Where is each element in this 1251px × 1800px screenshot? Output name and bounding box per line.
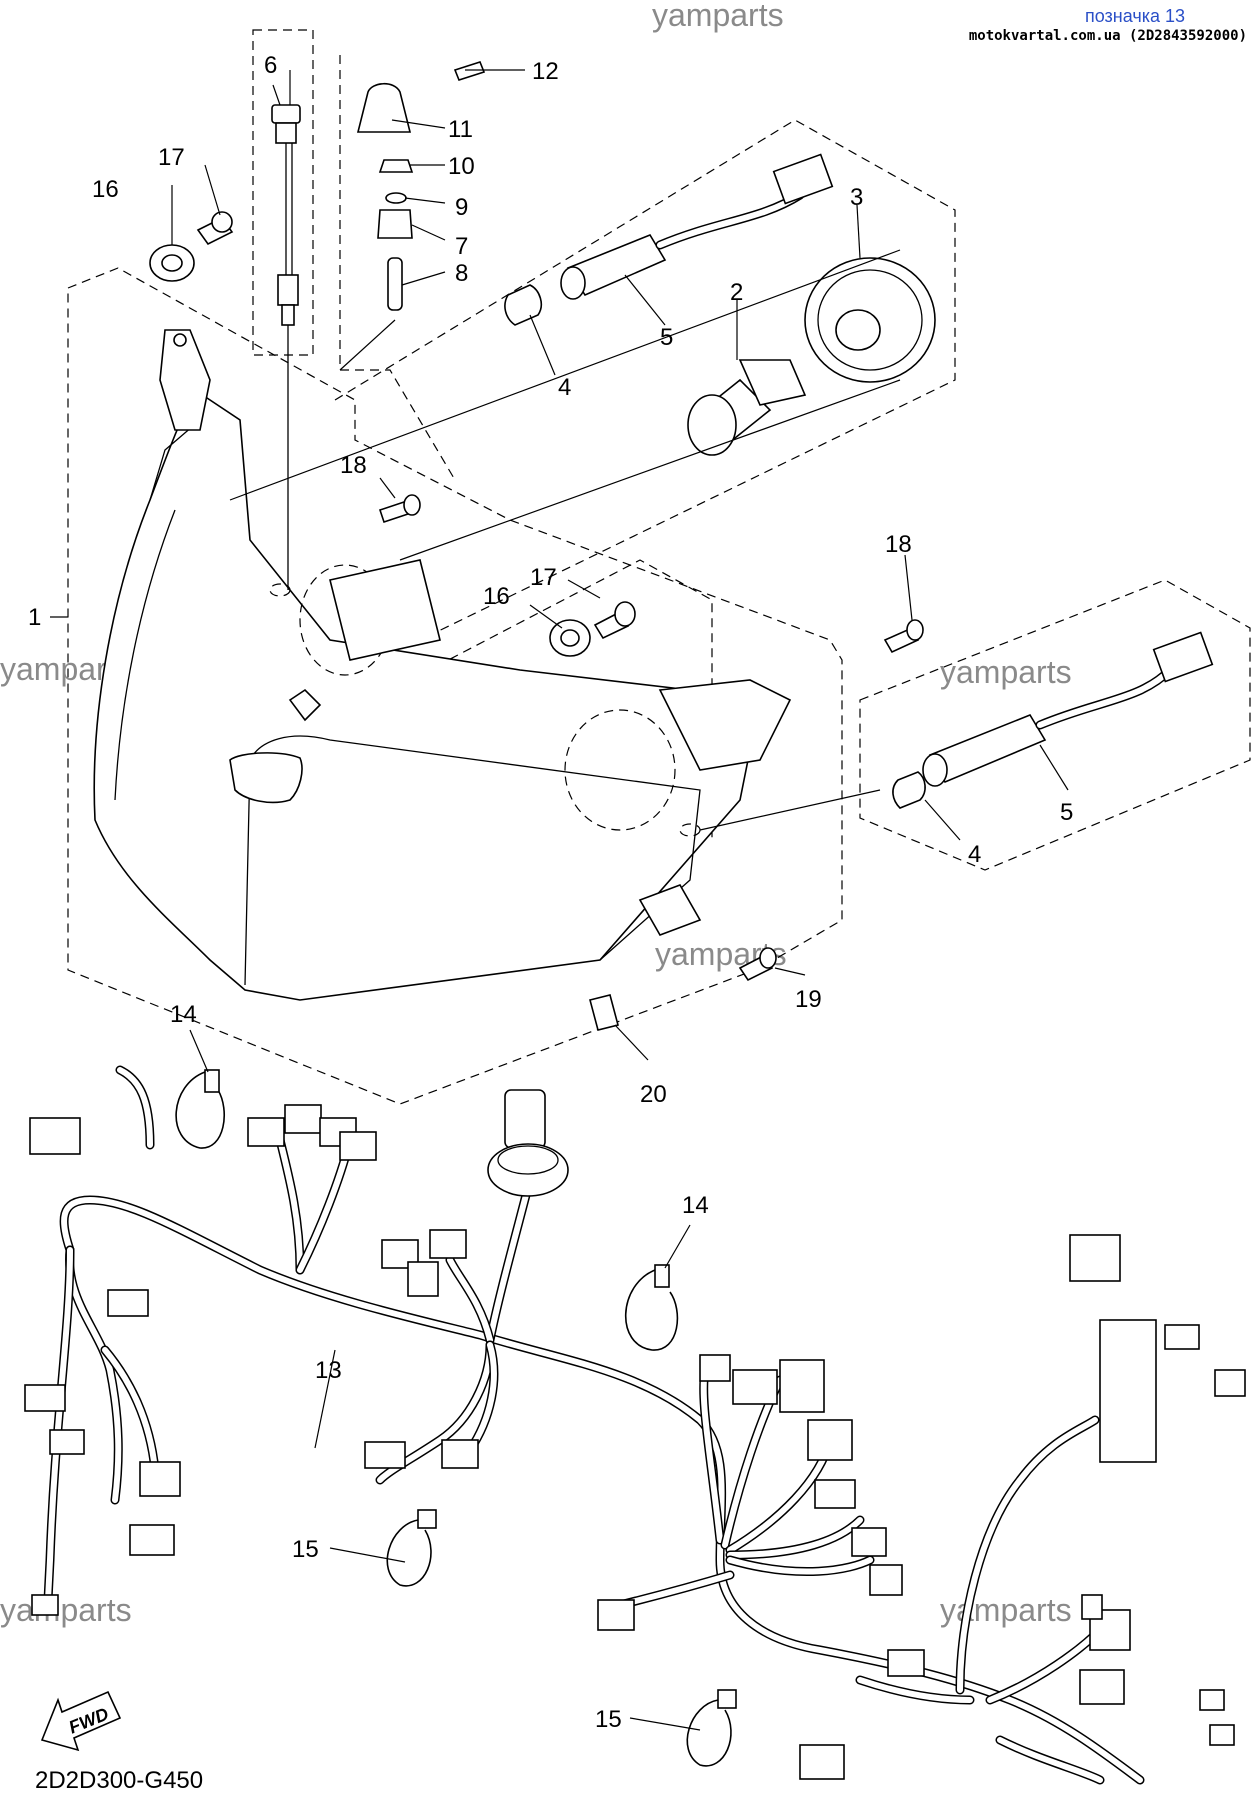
callout-1: 1 xyxy=(28,604,41,631)
headlight-body xyxy=(93,329,792,1001)
callout-19: 19 xyxy=(795,986,822,1013)
bolt-17-middle xyxy=(593,601,636,640)
clamp-14-lower xyxy=(624,1264,679,1351)
harness-connectors xyxy=(24,1104,1246,1780)
clamp-14-upper xyxy=(175,1069,225,1149)
callout-14-upper: 14 xyxy=(170,1001,197,1028)
harness-grommet xyxy=(487,1089,569,1197)
callout-4-right: 4 xyxy=(968,841,981,868)
callout-17-middle: 17 xyxy=(530,564,557,591)
badge-source: motokvartal.com.ua (2D2843592000) xyxy=(968,28,1247,44)
grommet-16-upper xyxy=(149,244,195,282)
nut-20 xyxy=(589,994,619,1031)
callout-5-right: 5 xyxy=(1060,799,1073,826)
watermark-left-lower: yamparts xyxy=(0,1592,132,1628)
bolt-18-right xyxy=(883,619,924,654)
callout-7: 7 xyxy=(455,233,468,260)
callout-2: 2 xyxy=(730,279,743,306)
wire-harness-13 xyxy=(43,1065,1145,1785)
callout-6: 6 xyxy=(264,52,277,79)
callout-4-upper: 4 xyxy=(558,374,571,401)
assembly-outline-right-bulb xyxy=(859,579,1251,871)
callout-16-middle: 16 xyxy=(483,583,510,610)
callout-5-upper: 5 xyxy=(660,324,673,351)
callout-numbers: 1 2 3 4 4 5 5 6 7 8 9 10 11 12 13 14 14 … xyxy=(28,52,1073,1733)
badge-title: позначка 13 xyxy=(1084,6,1185,26)
watermark-right-upper: yamparts xyxy=(940,654,1072,690)
callout-leaders xyxy=(50,69,1069,1731)
callout-9: 9 xyxy=(455,194,468,221)
watermark-top: yamparts xyxy=(652,0,784,33)
grommet-16-middle xyxy=(549,619,591,657)
clamp-15-left xyxy=(386,1509,437,1587)
bulb-4-upper xyxy=(504,284,542,326)
callout-15-bottom: 15 xyxy=(595,1706,622,1733)
assembly-outline-center xyxy=(409,559,713,840)
callout-10: 10 xyxy=(448,153,475,180)
callout-14-lower: 14 xyxy=(682,1192,709,1219)
bulb-socket-5-right xyxy=(922,631,1214,787)
callout-17-upper: 17 xyxy=(158,144,185,171)
clamp-15-bottom xyxy=(686,1689,737,1767)
callout-15-left: 15 xyxy=(292,1536,319,1563)
callout-16-upper: 16 xyxy=(92,176,119,203)
fwd-arrow-icon: FWD xyxy=(40,1690,122,1752)
bulb-socket-5-upper xyxy=(560,153,834,300)
callout-11: 11 xyxy=(448,116,473,143)
speedometer-cable xyxy=(271,104,301,590)
assembly-outline-headlight xyxy=(67,267,843,1105)
callout-8: 8 xyxy=(455,260,468,287)
bolt-19 xyxy=(738,947,777,982)
callout-12: 12 xyxy=(532,58,559,85)
watermark-right-lower: yamparts xyxy=(940,1592,1072,1628)
bulb-4-right xyxy=(892,771,926,809)
callout-13: 13 xyxy=(315,1357,342,1384)
callout-3: 3 xyxy=(850,184,863,211)
callout-18-left: 18 xyxy=(340,452,367,479)
adjuster-stack xyxy=(339,61,486,371)
callout-20: 20 xyxy=(640,1081,667,1108)
assembly-outline-upper-bracket xyxy=(339,55,456,481)
bolt-17-upper xyxy=(196,211,234,246)
callout-18-right: 18 xyxy=(885,531,912,558)
bolt-18-left xyxy=(378,494,421,524)
diagram-code: 2D2D300-G450 xyxy=(35,1767,203,1794)
bulb-cover-3 xyxy=(804,257,936,383)
headlight-bulb-2 xyxy=(687,359,807,456)
